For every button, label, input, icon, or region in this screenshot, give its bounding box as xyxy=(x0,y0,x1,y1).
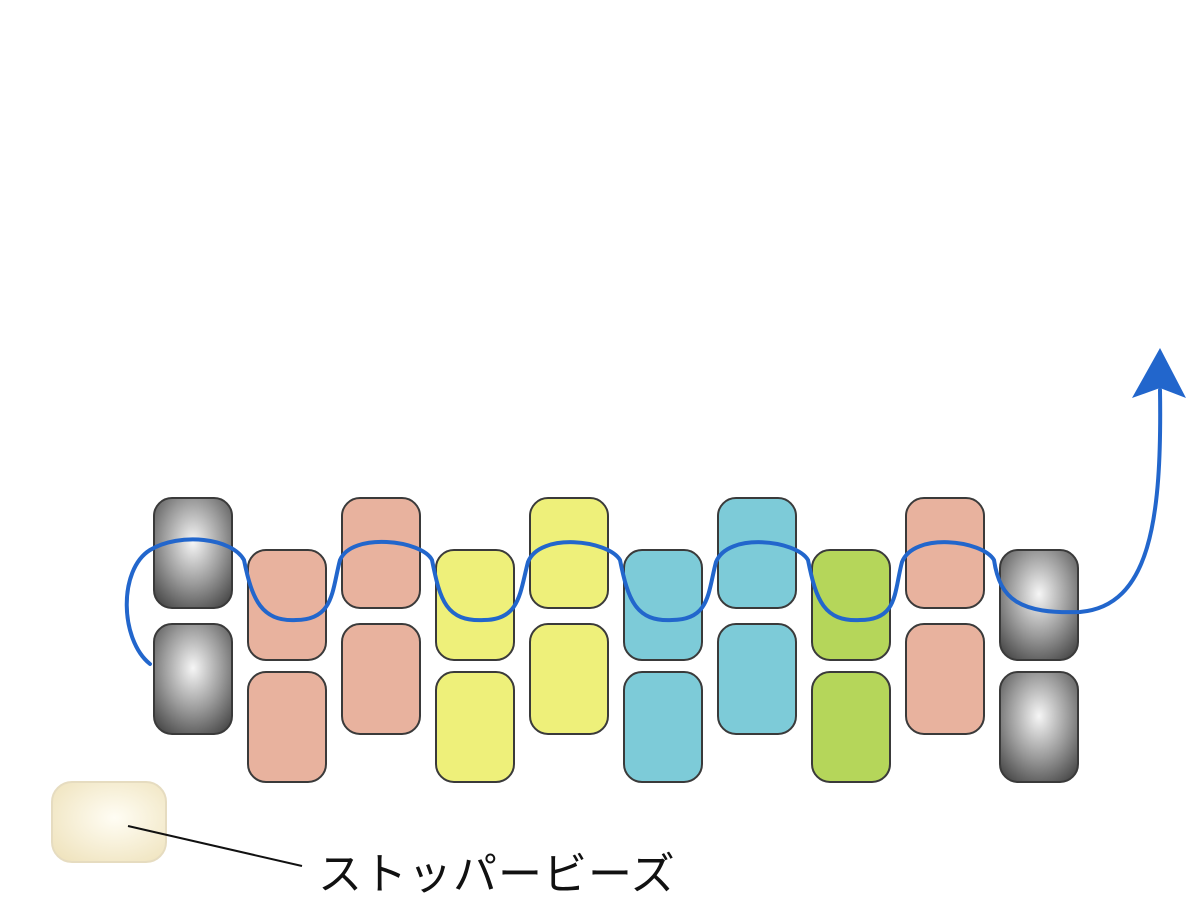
bead-gray-0-top xyxy=(153,497,233,609)
bead-gray-0-bottom xyxy=(153,623,233,735)
stopper-bead-label: ストッパービーズ xyxy=(318,849,676,900)
bead-yellow-4-top xyxy=(529,497,609,609)
bead-salmon-8-top xyxy=(905,497,985,609)
bead-yellow-3-bottom xyxy=(435,671,515,783)
bead-salmon-1-bottom xyxy=(247,671,327,783)
bead-salmon-2-bottom xyxy=(341,623,421,735)
bead-cyan-5-bottom xyxy=(623,671,703,783)
stopper-leader-line xyxy=(127,825,303,867)
bead-salmon-2-top xyxy=(341,497,421,609)
bead-grid xyxy=(153,497,1079,783)
bead-cyan-6-top xyxy=(717,497,797,609)
bead-cyan-6-bottom xyxy=(717,623,797,735)
bead-gray-9-bottom xyxy=(999,671,1079,783)
bead-green-7-bottom xyxy=(811,671,891,783)
bead-salmon-8-bottom xyxy=(905,623,985,735)
thread-arrow-icon xyxy=(1132,348,1186,398)
bead-gray-9-top xyxy=(999,549,1079,661)
stopper-bead xyxy=(51,781,167,863)
stopper-bead-group xyxy=(51,781,167,863)
bead-yellow-4-bottom xyxy=(529,623,609,735)
thread-path xyxy=(124,388,1163,666)
